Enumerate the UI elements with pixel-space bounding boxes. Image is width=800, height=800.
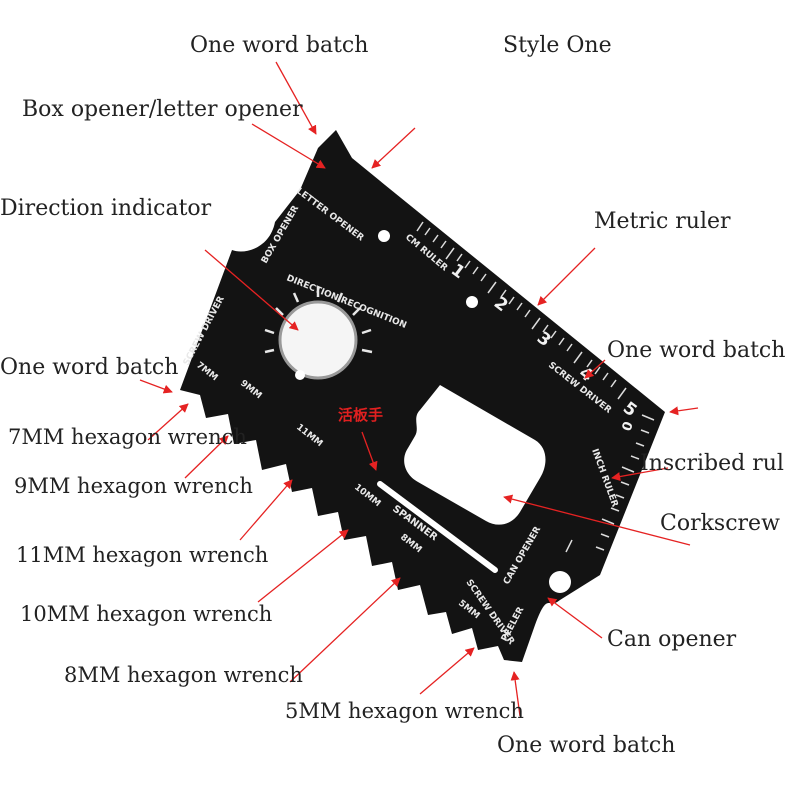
- chinese-mark: 活板手: [338, 406, 383, 424]
- hole-mid: [466, 296, 478, 308]
- direction-ring: [278, 300, 358, 380]
- arrow-corkscrew: [503, 494, 691, 546]
- arrow-style-one: [371, 127, 416, 169]
- label-inscribed-ruler: Inscribed rul: [640, 451, 784, 476]
- arrow-metric-ruler: [537, 247, 596, 306]
- arrow-7mm: [147, 403, 189, 441]
- label-5mm-wrench: 5MM hexagon wrench: [285, 699, 524, 723]
- label-direction-indicator: Direction indicator: [0, 196, 212, 221]
- arrow-one-word-right: [584, 359, 606, 379]
- label-one-word-batch-bottom: One word batch: [497, 733, 675, 758]
- hole-ring: [295, 370, 305, 380]
- annotation-labels: One word batch Style One Box opener/lett…: [0, 33, 785, 758]
- label-7mm-wrench: 7MM hexagon wrench: [8, 425, 247, 449]
- label-9mm-wrench: 9MM hexagon wrench: [14, 474, 253, 498]
- card-body: [180, 130, 665, 662]
- label-11mm-wrench: 11MM hexagon wrench: [16, 543, 268, 567]
- arrow-one-word-left: [139, 379, 173, 394]
- label-style-one: Style One: [503, 33, 612, 58]
- arrow-inch-ruler: [611, 467, 669, 482]
- label-one-word-batch-top: One word batch: [190, 33, 368, 58]
- arrow-10mm: [257, 529, 349, 603]
- arrow-5mm: [419, 647, 475, 695]
- label-box-opener: Box opener/letter opener: [22, 97, 303, 122]
- hole-left: [378, 230, 390, 242]
- arrow-box-opener: [251, 123, 326, 169]
- label-metric-ruler: Metric ruler: [594, 209, 731, 234]
- multitool-card: 1 2 3 4 5 0 LETTER OPENER BOX OPENER DIR…: [180, 130, 665, 662]
- arrow-one-word-bottom: [510, 671, 521, 717]
- label-10mm-wrench: 10MM hexagon wrench: [20, 602, 272, 626]
- arrow-can-opener: [547, 597, 603, 639]
- label-one-word-batch-right: One word batch: [607, 338, 785, 363]
- label-one-word-batch-left: One word batch: [0, 355, 178, 380]
- label-corkscrew: Corkscrew: [660, 511, 780, 536]
- label-can-opener: Can opener: [607, 627, 737, 652]
- arrow-8mm: [289, 577, 401, 683]
- direction-ticks: [264, 287, 373, 354]
- arrow-one-word-top: [275, 61, 317, 135]
- label-8mm-wrench: 8MM hexagon wrench: [64, 663, 303, 687]
- arrow-9mm: [184, 435, 229, 479]
- spanner-slot: [377, 481, 498, 573]
- annotation-arrows: [139, 61, 699, 717]
- bottle-opener-hole: [404, 385, 546, 525]
- arrow-direction-indicator: [204, 249, 299, 331]
- can-opener-notch: [549, 571, 571, 593]
- arrow-chinese-mark: [361, 431, 378, 471]
- inch-ruler-ticks: [565, 414, 655, 553]
- metric-ruler-ticks: [416, 221, 627, 400]
- arrow-11mm: [239, 479, 293, 541]
- arrow-inscribed-ruler: [669, 406, 699, 416]
